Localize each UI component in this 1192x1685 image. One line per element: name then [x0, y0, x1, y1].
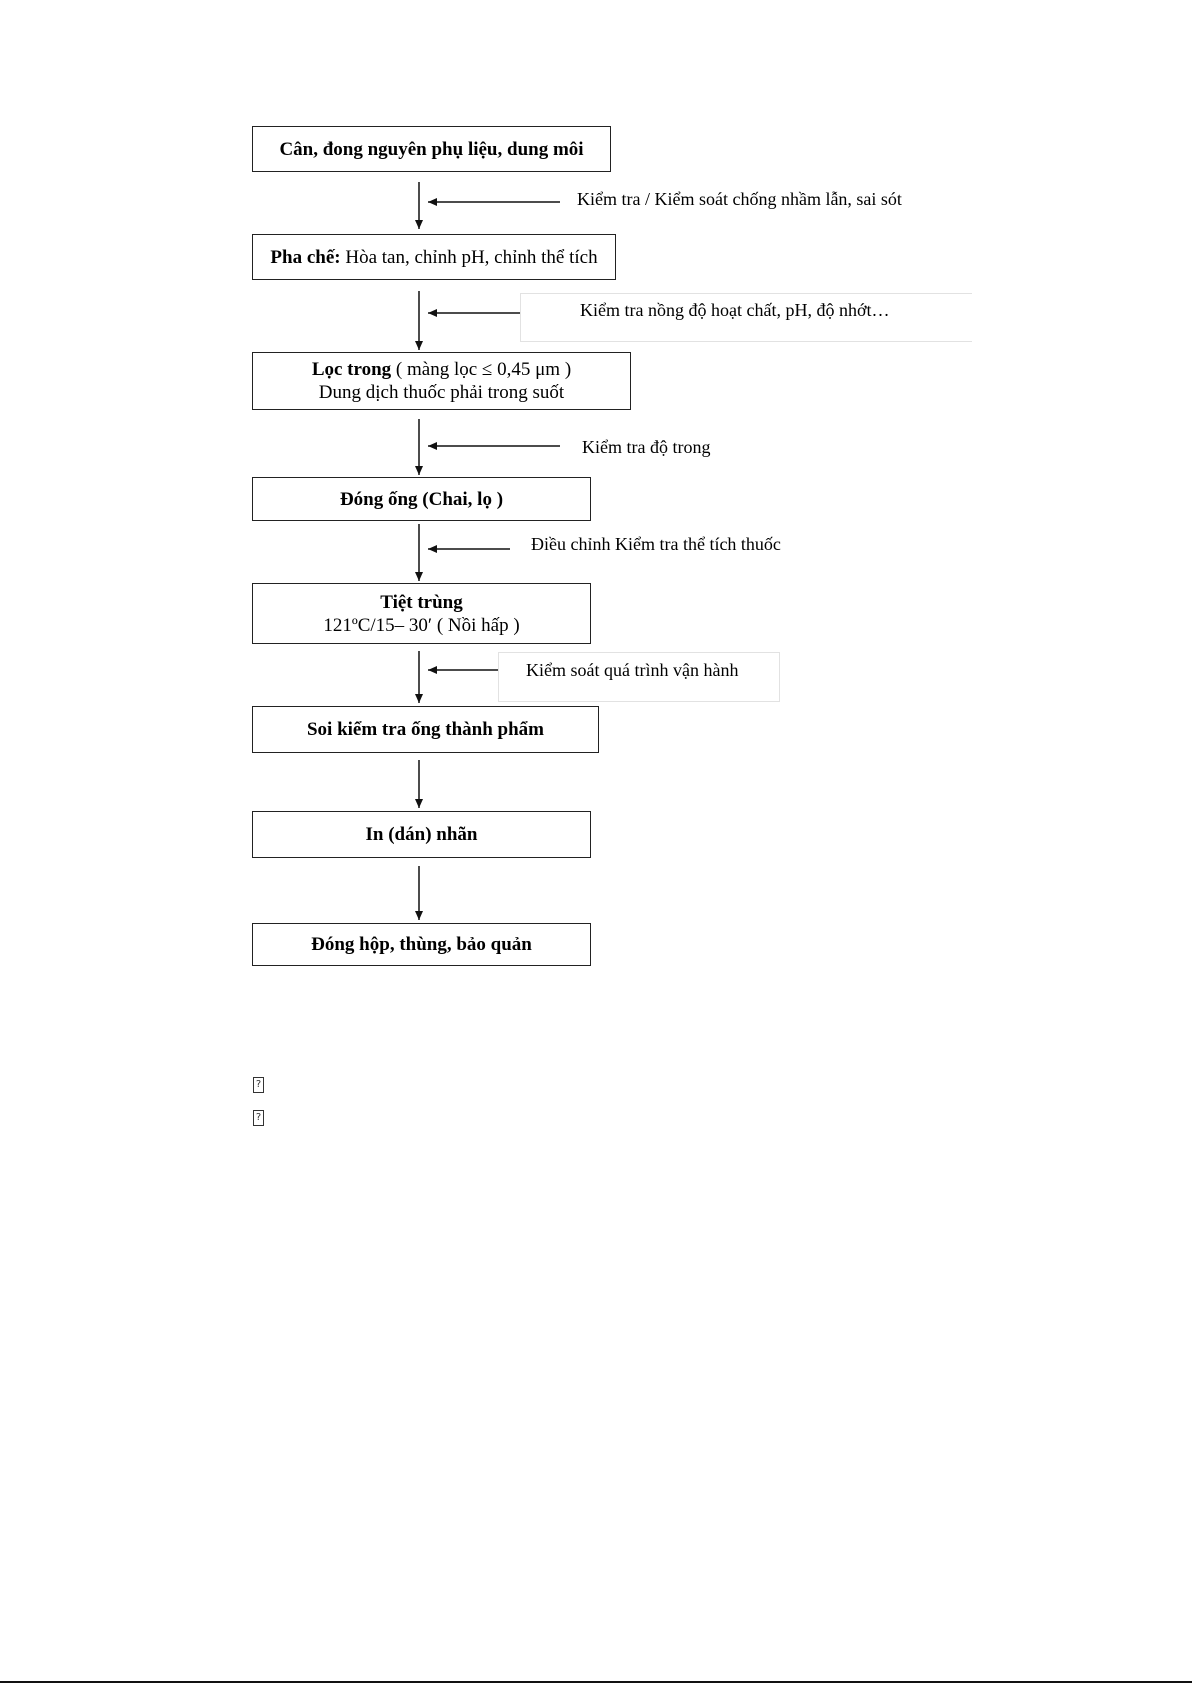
step-packaging-box: Đóng hộp, thùng, bảo quản: [252, 923, 591, 966]
check-note-concentration: Kiểm tra nồng độ hoạt chất, pH, độ nhớt…: [580, 300, 890, 320]
page-bottom-rule: [0, 1681, 1192, 1683]
check-note-clarity: Kiểm tra độ trong: [582, 437, 711, 457]
step-filtration-detail: ( màng lọc ≤ 0,45 μm ): [391, 359, 572, 380]
step-weighing-box: Cân, đong nguyên phụ liệu, dung môi: [252, 126, 611, 172]
check-frame-2: [520, 293, 972, 342]
step-filling-box: Đóng ống (Chai, lọ ): [252, 477, 591, 521]
step-labeling-label: In (dán) nhãn: [365, 824, 478, 845]
step-compounding-detail: Hòa tan, chỉnh pH, chỉnh thể tích: [340, 246, 598, 268]
check-frame-5: [498, 652, 780, 702]
missing-glyph-2: ?: [253, 1110, 264, 1126]
step-compounding-label: Pha chế:: [270, 246, 341, 268]
check-note-operation: Kiểm soát quá trình vận hành: [526, 660, 739, 680]
step-packaging-label: Đóng hộp, thùng, bảo quản: [311, 934, 532, 955]
check-note-volume: Điều chỉnh Kiểm tra thể tích thuốc: [531, 534, 781, 554]
step-filling-label: Đóng ống (Chai, lọ ): [339, 488, 504, 510]
check-note-mixup: Kiểm tra / Kiểm soát chống nhầm lẫn, sai…: [577, 189, 902, 209]
step-sterilization-label: Tiệt trùng: [380, 591, 463, 613]
step-sterilization-box: Tiệt trùng 121ºC/15– 30′ ( Nồi hấp ): [252, 583, 591, 644]
step-filtration-box: Lọc trong ( màng lọc ≤ 0,45 μm ) Dung dị…: [252, 352, 631, 410]
step-filtration-line2: Dung dịch thuốc phải trong suốt: [318, 382, 565, 403]
step-sterilization-line2: 121ºC/15– 30′ ( Nồi hấp ): [323, 614, 520, 636]
missing-glyph-1: ?: [253, 1077, 264, 1093]
step-compounding-box: Pha chế: Hòa tan, chỉnh pH, chỉnh thể tí…: [252, 234, 616, 280]
step-inspection-box: Soi kiểm tra ống thành phẩm: [252, 706, 599, 753]
step-filtration-label: Lọc trong: [311, 359, 392, 380]
step-weighing-label: Cân, đong nguyên phụ liệu, dung môi: [279, 138, 584, 160]
step-labeling-box: In (dán) nhãn: [252, 811, 591, 858]
step-inspection-label: Soi kiểm tra ống thành phẩm: [306, 719, 545, 740]
